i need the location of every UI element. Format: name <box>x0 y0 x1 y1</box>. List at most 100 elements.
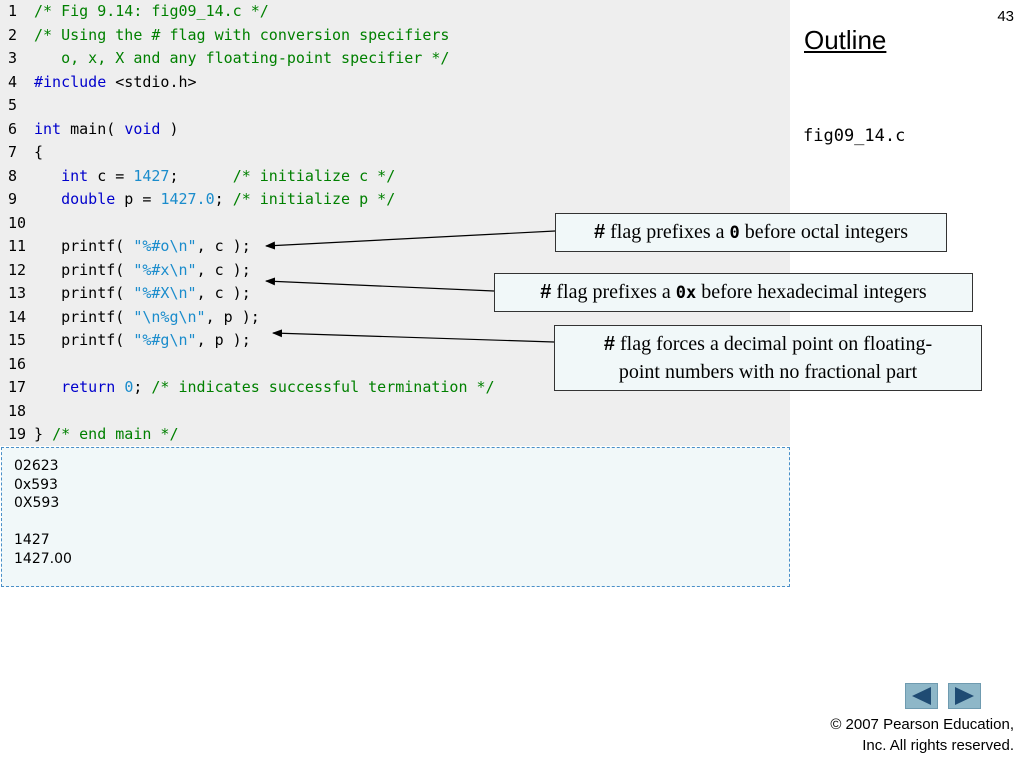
callout-line-1: # flag forces a decimal point on floatin… <box>555 330 981 358</box>
code-token-plain: ; <box>133 378 152 396</box>
callout-octal: # flag prefixes a 0 before octal integer… <box>555 213 947 252</box>
code-literal: 0 <box>729 223 740 243</box>
next-slide-button[interactable] <box>948 683 981 709</box>
callout-float: # flag forces a decimal point on floatin… <box>554 325 982 391</box>
code-line: 13 printf( "%#X\n", c ); <box>0 282 251 306</box>
code-token-string: "%#X\n" <box>133 284 197 302</box>
code-token-keyword: return <box>61 378 116 396</box>
code-token-plain: , c ); <box>196 260 251 279</box>
output-line: 0x593 <box>14 476 58 493</box>
code-token-number: 1427.0 <box>160 190 215 208</box>
line-number: 5 <box>8 96 18 114</box>
code-token-plain <box>115 378 124 396</box>
code-token-plain: ; <box>169 166 233 185</box>
code-token-plain: printf( <box>34 237 134 255</box>
callout-hex: # flag prefixes a 0x before hexadecimal … <box>494 273 973 312</box>
code-token-plain: ) <box>160 119 179 138</box>
code-line: 3 o, x, X and any floating-point specifi… <box>0 47 449 71</box>
code-token-plain <box>34 167 61 185</box>
line-number: 4 <box>8 72 18 91</box>
code-line: 17 return 0; /* indicates successful ter… <box>0 376 495 400</box>
hash-symbol: # <box>603 333 615 355</box>
code-token-plain: , c ); <box>196 237 251 255</box>
code-token-comment: /* initialize c */ <box>232 166 396 185</box>
line-number: 19 <box>8 425 27 443</box>
code-token-plain: , c ); <box>196 284 251 302</box>
line-number: 6 <box>8 119 18 138</box>
line-number: 10 <box>8 213 27 232</box>
code-line: 15 printf( "%#g\n", p ); <box>0 329 251 353</box>
code-line: 12 printf( "%#x\n", c ); <box>0 259 251 283</box>
code-token-plain: p = <box>115 190 161 208</box>
slide-number: 43 <box>997 8 1014 25</box>
outline-link[interactable]: Outline <box>804 25 887 55</box>
code-line: 14 printf( "\n%g\n", p ); <box>0 306 260 330</box>
callout-text: before octal integers <box>739 221 909 243</box>
output-line: 1427.00 <box>14 550 72 567</box>
code-token-number: 1427 <box>133 166 170 185</box>
code-token-keyword: #include <box>34 72 107 91</box>
triangle-right-icon <box>955 687 974 705</box>
code-token-plain: printf( <box>34 284 134 302</box>
code-token-plain: , p ); <box>196 331 251 349</box>
program-output-box: 02623 0x593 0X593 1427 1427.00 <box>1 447 790 587</box>
code-token-string: "%#o\n" <box>133 237 197 255</box>
callout-text: before hexadecimal integers <box>696 281 927 303</box>
callout-line-2: point numbers with no fractional part <box>618 361 918 383</box>
code-token-plain: main( <box>61 119 125 138</box>
output-line: 0X593 <box>14 495 60 511</box>
code-token-string: "%#g\n" <box>133 331 197 349</box>
previous-slide-button[interactable] <box>905 683 938 709</box>
code-line: 11 printf( "%#o\n", c ); <box>0 235 251 259</box>
code-token-number: 0 <box>124 378 134 396</box>
line-number: 17 <box>8 378 27 396</box>
callout-text: flag prefixes a <box>605 221 730 243</box>
line-number: 15 <box>8 331 27 349</box>
code-token-string: "%#x\n" <box>133 260 197 279</box>
code-line: 18 <box>0 400 34 424</box>
code-token-plain: ; <box>214 190 233 208</box>
code-token-string: "\n%g\n" <box>133 307 206 326</box>
hash-symbol: # <box>593 221 606 243</box>
code-token-keyword: int <box>61 166 89 185</box>
code-token-comment: /* Fig 9.14: fig09_14.c */ <box>34 2 269 20</box>
line-number: 11 <box>8 237 27 255</box>
code-token-plain: } <box>34 425 53 443</box>
line-number: 12 <box>8 260 27 279</box>
code-line: 4#include <stdio.h> <box>0 71 197 95</box>
line-number: 16 <box>8 354 27 373</box>
code-token-plain <box>34 190 61 208</box>
output-line: 02623 <box>14 458 59 474</box>
line-number: 14 <box>8 307 27 326</box>
line-number: 13 <box>8 284 27 302</box>
code-token-plain: printf( <box>34 307 134 326</box>
code-token-comment: /* initialize p */ <box>232 190 396 208</box>
code-token-plain: printf( <box>34 331 134 349</box>
hash-symbol: # <box>540 281 552 303</box>
code-token-keyword: int <box>34 119 62 138</box>
output-line: 1427 <box>14 532 50 548</box>
code-token-comment: o, x, X and any floating-point specifier… <box>34 49 450 67</box>
code-token-keyword: double <box>61 190 116 208</box>
code-line: 8 int c = 1427; /* initialize c */ <box>0 165 395 189</box>
file-name-label: fig09_14.c <box>803 126 906 146</box>
code-token-comment: /* indicates successful termination */ <box>151 378 495 396</box>
callout-text: flag forces a decimal point on floating- <box>615 333 933 355</box>
line-number: 9 <box>8 190 18 208</box>
code-token-plain: , p ); <box>205 307 260 326</box>
code-token-plain: printf( <box>34 260 134 279</box>
code-literal: 0x <box>675 283 697 303</box>
callout-text: flag prefixes a <box>551 281 676 303</box>
code-token-plain: { <box>34 143 44 161</box>
copyright-notice: © 2007 Pearson Education, Inc. All right… <box>794 714 1014 756</box>
line-number: 3 <box>8 49 18 67</box>
code-line: 19} /* end main */ <box>0 423 179 447</box>
line-number: 18 <box>8 401 27 420</box>
triangle-left-icon <box>912 687 931 705</box>
code-line: 2/* Using the # flag with conversion spe… <box>0 24 449 48</box>
code-token-comment: /* end main */ <box>52 425 179 443</box>
line-number: 7 <box>8 143 18 161</box>
code-line: 16 <box>0 353 34 377</box>
code-token-comment: /* Using the # flag with conversion spec… <box>34 25 450 44</box>
line-number: 1 <box>8 2 18 20</box>
